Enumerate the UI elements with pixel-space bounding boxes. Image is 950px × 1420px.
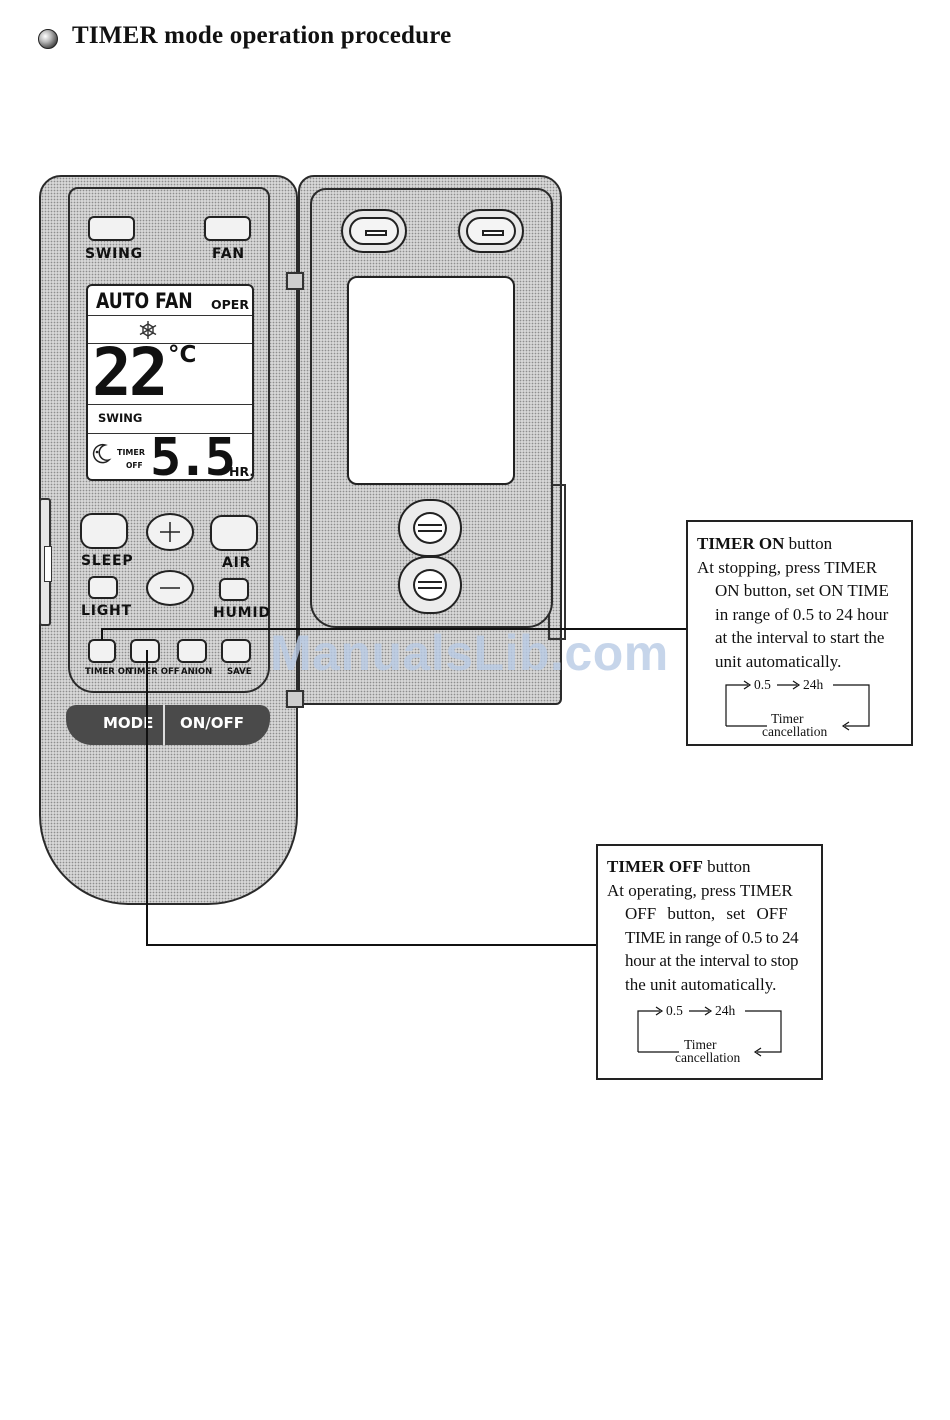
timer-off-flow-end: 24h bbox=[715, 1003, 736, 1018]
timer-on-leader-line bbox=[101, 628, 687, 630]
lid-button-lower bbox=[398, 556, 462, 614]
lcd-divider bbox=[88, 433, 252, 434]
lcd-display: AUTO FAN OPER 22 °C SWING TIMER OFF 5.5 … bbox=[86, 284, 254, 481]
snowflake-icon bbox=[139, 321, 157, 339]
light-button-label: LIGHT bbox=[81, 603, 132, 619]
timer-on-line: ON button, set ON TIME bbox=[715, 581, 889, 600]
timer-on-line: in range of 0.5 to 24 hour bbox=[715, 605, 889, 624]
timer-off-cycle-diagram bbox=[637, 1006, 782, 1057]
watermark: ManualsLib.com bbox=[270, 625, 669, 681]
timer-on-cycle-diagram bbox=[725, 680, 870, 731]
mode-bar-divider bbox=[163, 705, 165, 745]
remote-side-clip-slot bbox=[44, 546, 52, 582]
timer-off-leader-line bbox=[146, 944, 598, 946]
lcd-temperature: 22 bbox=[92, 334, 169, 411]
timer-off-flow-cancel-1: Timer bbox=[684, 1037, 717, 1052]
lcd-temp-unit: °C bbox=[168, 342, 197, 368]
lcd-off-label: OFF bbox=[126, 461, 143, 470]
fan-button-label: FAN bbox=[212, 246, 245, 262]
lid-button-upper bbox=[398, 499, 462, 557]
light-button[interactable] bbox=[88, 576, 118, 599]
page-title: TIMER mode operation procedure bbox=[72, 22, 452, 49]
fan-button[interactable] bbox=[204, 216, 251, 241]
lid-hinge bbox=[286, 690, 304, 708]
lcd-divider bbox=[88, 315, 252, 316]
timer-on-button[interactable] bbox=[88, 639, 116, 663]
timer-off-line: hour at the interval to stop bbox=[625, 951, 799, 970]
timer-off-line: At operating, press TIMER bbox=[607, 881, 793, 900]
lcd-hours-unit: HR. bbox=[229, 464, 254, 479]
timer-off-callout: TIMER OFF button At operating, press TIM… bbox=[596, 844, 823, 1080]
title-bullet-icon bbox=[38, 29, 58, 49]
sleep-button[interactable] bbox=[80, 513, 128, 549]
timer-off-flow-start: 0.5 bbox=[666, 1003, 683, 1018]
anion-button[interactable] bbox=[177, 639, 207, 663]
lcd-oper-text: OPER bbox=[211, 297, 249, 312]
timer-off-flow-cancel-2: cancellation bbox=[675, 1050, 741, 1065]
timer-on-heading: TIMER ON button bbox=[697, 534, 833, 553]
lcd-timer-label: TIMER bbox=[117, 448, 146, 457]
timer-on-flow-cancel-2: cancellation bbox=[762, 724, 828, 739]
timer-on-line: At stopping, press TIMER bbox=[697, 558, 878, 577]
lid-window bbox=[347, 276, 515, 485]
lcd-timer-value: 5.5 bbox=[150, 428, 236, 481]
timer-on-flow-end: 24h bbox=[803, 677, 824, 692]
sleep-button-label: SLEEP bbox=[81, 553, 134, 569]
air-button[interactable] bbox=[210, 515, 258, 551]
lcd-divider bbox=[88, 343, 252, 344]
air-button-label: AIR bbox=[222, 555, 252, 571]
timer-off-button[interactable] bbox=[130, 639, 160, 663]
timer-off-leader-line bbox=[146, 650, 148, 946]
lid-hinge bbox=[286, 272, 304, 290]
timer-off-line: TIME in range of 0.5 to 24 bbox=[625, 928, 799, 947]
humid-button-label: HUMID bbox=[213, 605, 271, 621]
timer-off-line: the unit automatically. bbox=[625, 975, 777, 994]
timer-on-callout: TIMER ON button At stopping, press TIMER… bbox=[686, 520, 913, 746]
timer-on-line: at the interval to start the bbox=[715, 628, 885, 647]
timer-on-leader-line bbox=[101, 628, 103, 640]
sleep-moon-icon bbox=[92, 443, 112, 464]
timer-on-flow-cancel-1: Timer bbox=[771, 711, 804, 726]
anion-button-label: ANION bbox=[181, 667, 213, 677]
temp-up-button[interactable] bbox=[146, 513, 194, 551]
swing-button[interactable] bbox=[88, 216, 135, 241]
timer-off-heading: TIMER OFF button bbox=[607, 857, 751, 876]
lid-clip-left bbox=[341, 209, 407, 253]
humid-button[interactable] bbox=[219, 578, 249, 601]
on-off-button[interactable]: ON/OFF bbox=[180, 714, 245, 732]
timer-on-line: unit automatically. bbox=[715, 652, 842, 671]
save-button[interactable] bbox=[221, 639, 251, 663]
lcd-swing-text: SWING bbox=[98, 411, 143, 425]
save-button-label: SAVE bbox=[227, 667, 252, 677]
lcd-mode-text: AUTO FAN bbox=[96, 289, 193, 313]
temp-down-button[interactable] bbox=[146, 570, 194, 606]
mode-onoff-bar bbox=[66, 705, 270, 745]
timer-on-button-label: TIMER ON bbox=[85, 667, 133, 677]
timer-on-flow-start: 0.5 bbox=[754, 677, 771, 692]
timer-off-line: OFF button, set OFF bbox=[625, 904, 788, 923]
timer-off-button-label: TIMER OFF bbox=[128, 667, 180, 677]
plus-icon bbox=[160, 522, 180, 542]
swing-button-label: SWING bbox=[85, 246, 143, 262]
mode-button[interactable]: MODE bbox=[103, 714, 154, 732]
lid-clip-right bbox=[458, 209, 524, 253]
lcd-divider bbox=[88, 404, 252, 405]
minus-icon bbox=[160, 587, 180, 589]
